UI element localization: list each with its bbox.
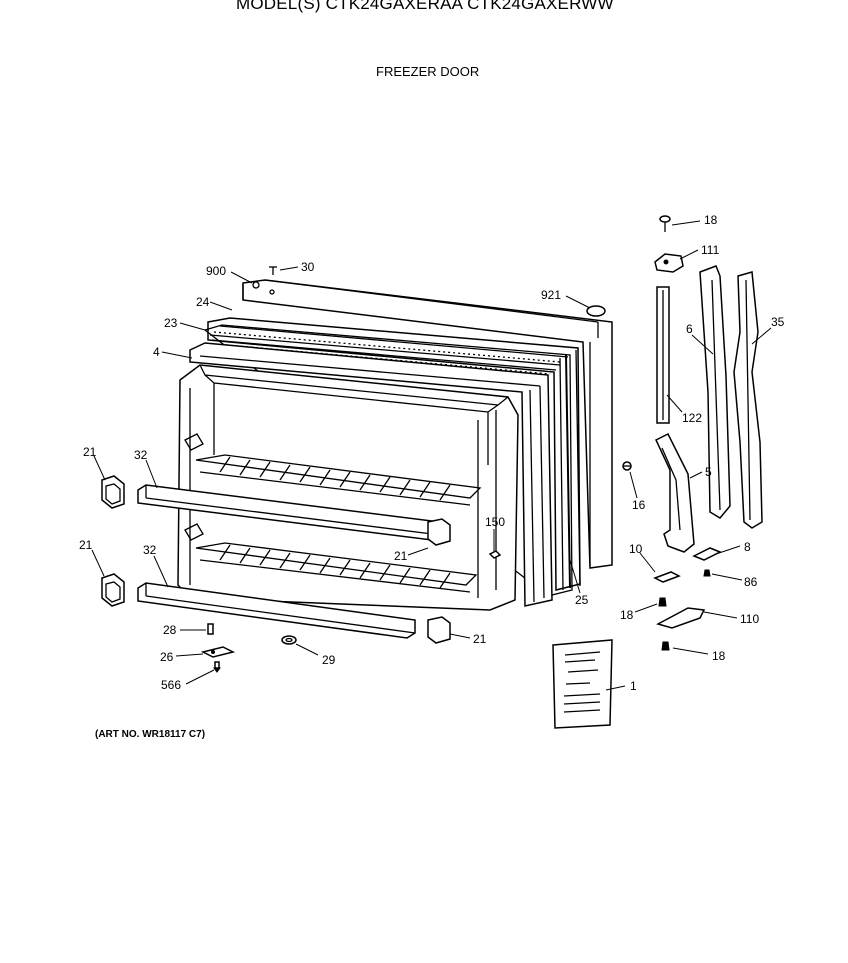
callout-150: 150 — [485, 515, 505, 529]
callout-6: 6 — [686, 322, 693, 336]
screw-86-icon — [703, 569, 711, 577]
callout-21: 21 — [473, 632, 487, 646]
bracket-8 — [692, 547, 722, 561]
callout-32: 32 — [134, 448, 148, 462]
callout-18: 18 — [712, 649, 726, 663]
callout-566: 566 — [161, 678, 181, 692]
page-title: MODEL(S) CTK24GAXERAA CTK24GAXERWW — [236, 0, 614, 13]
trim-35 — [733, 271, 763, 529]
callout-26: 26 — [160, 650, 174, 664]
callout-29: 29 — [322, 653, 336, 667]
callout-35: 35 — [771, 315, 785, 329]
callout-21: 21 — [394, 549, 408, 563]
callout-1: 1 — [630, 679, 637, 693]
callout-24: 24 — [196, 295, 210, 309]
hinge-cover-6 — [699, 265, 731, 519]
callout-110: 110 — [740, 612, 759, 626]
end-cap-right-lower — [427, 616, 451, 644]
hinge-110 — [656, 607, 706, 629]
hinge-strip-122 — [656, 286, 670, 424]
callout-10: 10 — [629, 542, 643, 556]
art-number: (ART NO. WR18117 C7) — [95, 729, 206, 740]
callout-900: 900 — [206, 264, 226, 278]
callout-5: 5 — [705, 465, 712, 479]
callout-labels: 18 111 30 900 921 24 23 4 6 35 122 21 32… — [79, 213, 785, 693]
screw-18-bottom-icon — [661, 641, 670, 651]
screw-18-top-icon — [659, 215, 671, 232]
washer-29 — [281, 635, 297, 645]
callout-8: 8 — [744, 540, 751, 554]
callout-4: 4 — [153, 345, 160, 359]
callout-25: 25 — [575, 593, 589, 607]
upper-rack-slats — [219, 456, 451, 501]
callout-921: 921 — [541, 288, 561, 302]
inner-door-box — [177, 364, 519, 611]
screw-16-icon — [622, 461, 632, 471]
screw-18-mid-icon — [658, 597, 667, 607]
callout-16: 16 — [632, 498, 646, 512]
callout-18: 18 — [620, 608, 634, 622]
callout-86: 86 — [744, 575, 758, 589]
callout-18: 18 — [704, 213, 718, 227]
callout-30: 30 — [301, 260, 315, 274]
screw-28-icon — [207, 623, 214, 635]
end-cap-left-lower — [101, 573, 125, 607]
end-cap-left-upper — [101, 475, 125, 509]
leader-lines — [91, 220, 772, 691]
door-shelf-bar-lower — [137, 582, 416, 639]
hinge-bracket-111 — [654, 253, 684, 273]
callout-32: 32 — [143, 543, 157, 557]
end-cap-right-upper — [427, 518, 451, 546]
callout-111: 111 — [701, 243, 720, 257]
hinge-pin-10 — [653, 571, 681, 583]
lower-rack-slats — [219, 544, 451, 589]
screw-566-icon — [213, 661, 221, 673]
instruction-card-1 — [552, 639, 613, 729]
hinge-5 — [655, 432, 695, 553]
screw-30-icon — [269, 266, 277, 275]
callout-122: 122 — [682, 411, 702, 425]
diagram-subtitle: FREEZER DOOR — [376, 64, 480, 79]
bracket-26 — [200, 646, 236, 658]
callout-21: 21 — [79, 538, 93, 552]
callout-28: 28 — [163, 623, 177, 637]
callout-23: 23 — [164, 316, 178, 330]
door-outer-panel — [242, 279, 613, 569]
callout-21: 21 — [83, 445, 97, 459]
